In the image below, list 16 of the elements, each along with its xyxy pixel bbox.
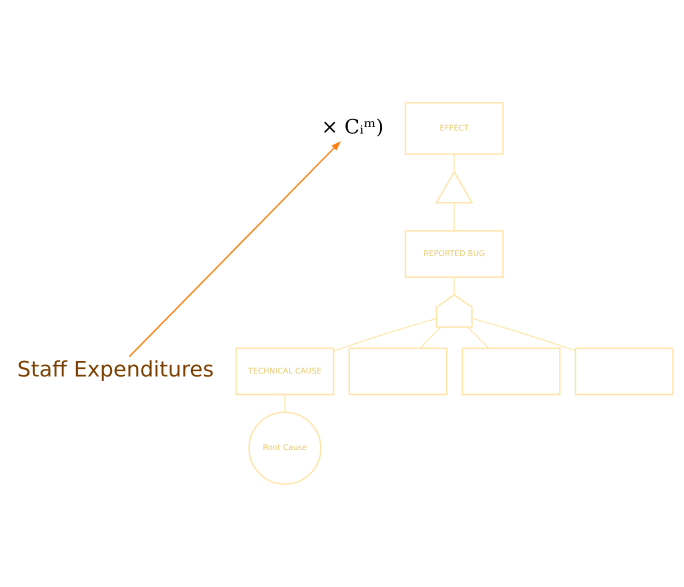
node-text: × Cᵢᵐ) [321,115,384,138]
connector [420,326,441,349]
node-box [462,348,561,396]
arrow [128,140,341,358]
node-gate [436,294,473,328]
connector [472,318,576,352]
connector [454,277,455,295]
connector [334,318,437,352]
connector [454,202,455,231]
node-gate [435,170,474,204]
connector [284,394,286,412]
connector [454,154,455,172]
connector [468,326,490,349]
node-text: Staff Expenditures [17,358,214,383]
node-box [348,348,448,396]
node-box [574,348,674,396]
